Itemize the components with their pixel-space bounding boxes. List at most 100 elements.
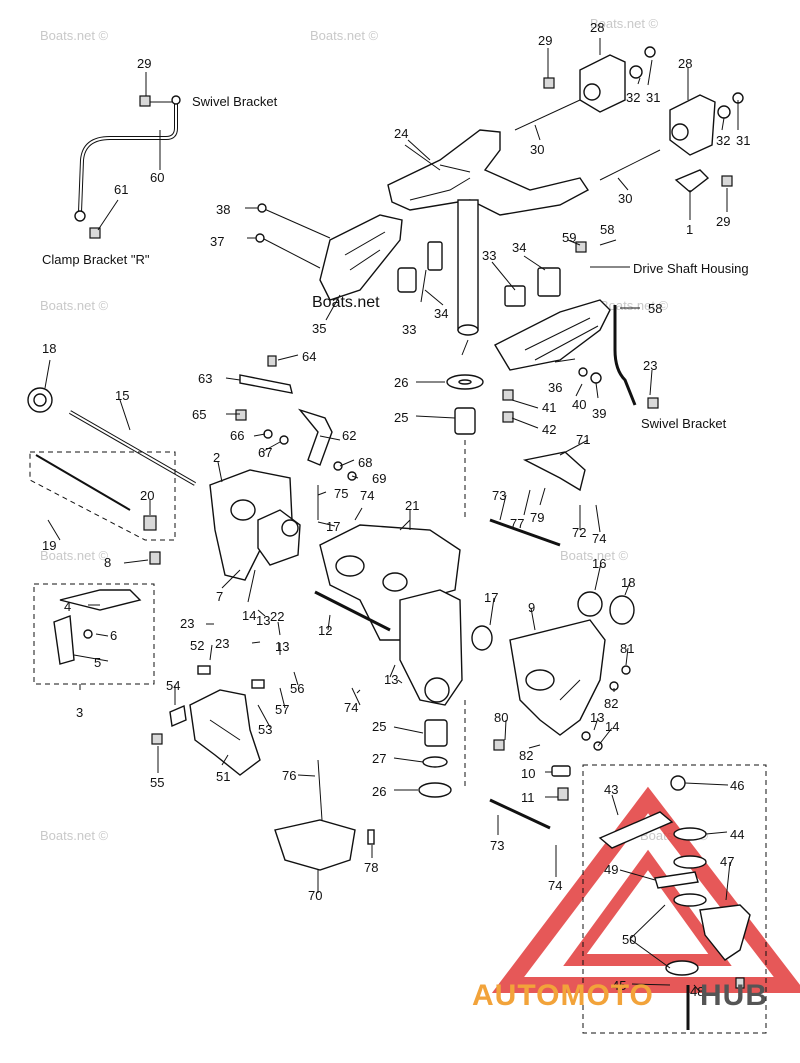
trim-kit-box <box>582 764 767 1034</box>
callout-19: 19 <box>42 538 56 553</box>
callout-70: 70 <box>308 888 322 903</box>
callout-81: 81 <box>620 641 634 656</box>
callout-12: 12 <box>318 623 332 638</box>
automotohub-logo: AUTOMOTO HUB <box>472 979 768 1012</box>
tilt-plate-36 <box>494 241 659 423</box>
callout-29: 29 <box>137 56 151 71</box>
callout-54: 54 <box>166 678 180 693</box>
callout-67: 67 <box>258 445 272 460</box>
callout-17b: 17 <box>326 519 340 534</box>
callout-18b: 18 <box>621 575 635 590</box>
callout-74d: 74 <box>548 878 562 893</box>
callout-3: 3 <box>76 705 83 720</box>
callout-36: 36 <box>548 380 562 395</box>
callout-29b: 29 <box>538 33 552 48</box>
callout-43: 43 <box>604 782 618 797</box>
callout-82: 82 <box>604 696 618 711</box>
callout-11: 11 <box>521 790 535 805</box>
callout-6: 6 <box>110 628 117 643</box>
kit-3-box <box>33 583 155 685</box>
caption-swivel-bracket: Swivel Bracket <box>192 94 278 109</box>
callout-61: 61 <box>114 182 128 197</box>
callout-69: 69 <box>372 471 386 486</box>
callout-labels: 1 2 3 4 5 6 7 8 9 10 11 12 13 13 13 13 1… <box>42 20 750 999</box>
callout-40: 40 <box>572 397 586 412</box>
callout-32b: 32 <box>716 133 730 148</box>
callout-44: 44 <box>730 827 744 842</box>
washers-bottom <box>418 700 466 798</box>
callout-46: 46 <box>730 778 744 793</box>
callout-39: 39 <box>592 406 606 421</box>
callout-28b: 28 <box>678 56 692 71</box>
watermark: Boats.net © <box>600 298 669 313</box>
logo-text-left: AUTOMOTO <box>472 979 654 1012</box>
callout-20: 20 <box>140 488 154 503</box>
callout-56: 56 <box>290 681 304 696</box>
callout-18: 18 <box>42 341 56 356</box>
callout-55: 55 <box>150 775 164 790</box>
callout-7: 7 <box>216 589 223 604</box>
callout-76: 76 <box>282 768 296 783</box>
inline-watermark: Boats.net <box>312 294 380 311</box>
callout-25b: 25 <box>372 719 386 734</box>
callout-8: 8 <box>104 555 111 570</box>
callout-53: 53 <box>258 722 272 737</box>
callout-77: 77 <box>510 516 524 531</box>
callout-50: 50 <box>622 932 636 947</box>
callout-48: 48 <box>690 984 704 999</box>
callout-23c: 23 <box>643 358 657 373</box>
callout-9: 9 <box>528 600 535 615</box>
callout-13d: 13 <box>384 672 398 687</box>
callout-23b: 23 <box>215 636 229 651</box>
callout-10: 10 <box>521 766 535 781</box>
callout-58b: 58 <box>648 301 662 316</box>
callout-80: 80 <box>494 710 508 725</box>
callout-51: 51 <box>216 769 230 784</box>
callout-23: 23 <box>180 616 194 631</box>
callout-33b: 33 <box>482 248 496 263</box>
callout-59: 59 <box>562 230 576 245</box>
callout-15: 15 <box>115 388 129 403</box>
callout-73b: 73 <box>490 838 504 853</box>
callout-31b: 31 <box>736 133 750 148</box>
bolts-30 <box>514 99 661 181</box>
callout-25: 25 <box>394 410 408 425</box>
callout-42: 42 <box>542 422 556 437</box>
leader-lines <box>44 38 739 993</box>
callout-63: 63 <box>198 371 212 386</box>
callout-66: 66 <box>230 428 244 443</box>
callout-74c: 74 <box>344 700 358 715</box>
washers-top <box>446 374 484 520</box>
callout-32: 32 <box>626 90 640 105</box>
callout-45: 45 <box>612 978 626 993</box>
watermark: Boats.net © <box>40 548 109 563</box>
callout-60: 60 <box>150 170 164 185</box>
callout-34b: 34 <box>512 240 526 255</box>
clamp-bracket-2 <box>59 469 301 611</box>
callout-13c: 13 <box>275 639 289 654</box>
caption-drive-shaft-housing: Drive Shaft Housing <box>633 261 749 276</box>
callout-71: 71 <box>576 432 590 447</box>
callout-26b: 26 <box>372 784 386 799</box>
automotohub-logo-triangle <box>491 786 800 993</box>
logo-text-right: HUB <box>700 979 768 1012</box>
clamp-bracket-9 <box>471 591 635 801</box>
callout-64: 64 <box>302 349 316 364</box>
callout-34: 34 <box>434 306 448 321</box>
callout-49: 49 <box>604 862 618 877</box>
tilt-plate-35 <box>255 203 561 307</box>
callout-13: 13 <box>256 613 270 628</box>
callout-74: 74 <box>360 488 374 503</box>
watermark: Boats.net © <box>310 28 379 43</box>
callout-41: 41 <box>542 400 556 415</box>
callout-30b: 30 <box>618 191 632 206</box>
callout-78: 78 <box>364 860 378 875</box>
mounts-28 <box>543 46 744 193</box>
caption-swivel-bracket-right: Swivel Bracket <box>641 416 727 431</box>
callout-22: 22 <box>270 609 284 624</box>
callout-16: 16 <box>592 556 606 571</box>
callout-62: 62 <box>342 428 356 443</box>
bracket-51 <box>151 665 265 776</box>
swivel-bracket-21 <box>314 524 463 706</box>
callout-72: 72 <box>572 525 586 540</box>
